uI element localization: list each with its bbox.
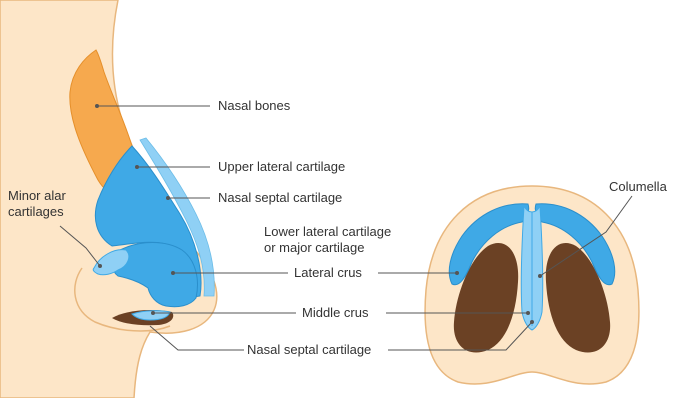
dot-columella	[538, 274, 542, 278]
label-upper-lateral-cartilage: Upper lateral cartilage	[218, 159, 345, 175]
label-minor-alar-line1: Minor alar	[8, 188, 66, 204]
label-minor-alar-cartilages: Minor alar cartilages	[8, 188, 66, 220]
label-minor-alar-line2: cartilages	[8, 204, 66, 220]
label-lateral-crus: Lateral crus	[294, 265, 362, 281]
dot-septal-lower-front	[530, 320, 534, 324]
label-nasal-bones: Nasal bones	[218, 98, 290, 114]
label-columella: Columella	[609, 179, 667, 195]
basal-view	[425, 186, 639, 384]
label-nasal-septal-cartilage-upper: Nasal septal cartilage	[218, 190, 342, 206]
label-lower-lateral-line2: or major cartilage	[264, 240, 391, 256]
label-lower-lateral-line1: Lower lateral cartilage	[264, 224, 391, 240]
label-nasal-septal-cartilage-lower: Nasal septal cartilage	[247, 342, 371, 358]
label-middle-crus: Middle crus	[302, 305, 368, 321]
dot-lateral-crus-front	[455, 271, 459, 275]
label-lower-lateral-cartilage: Lower lateral cartilage or major cartila…	[264, 224, 391, 256]
dot-middle-crus-front	[526, 311, 530, 315]
